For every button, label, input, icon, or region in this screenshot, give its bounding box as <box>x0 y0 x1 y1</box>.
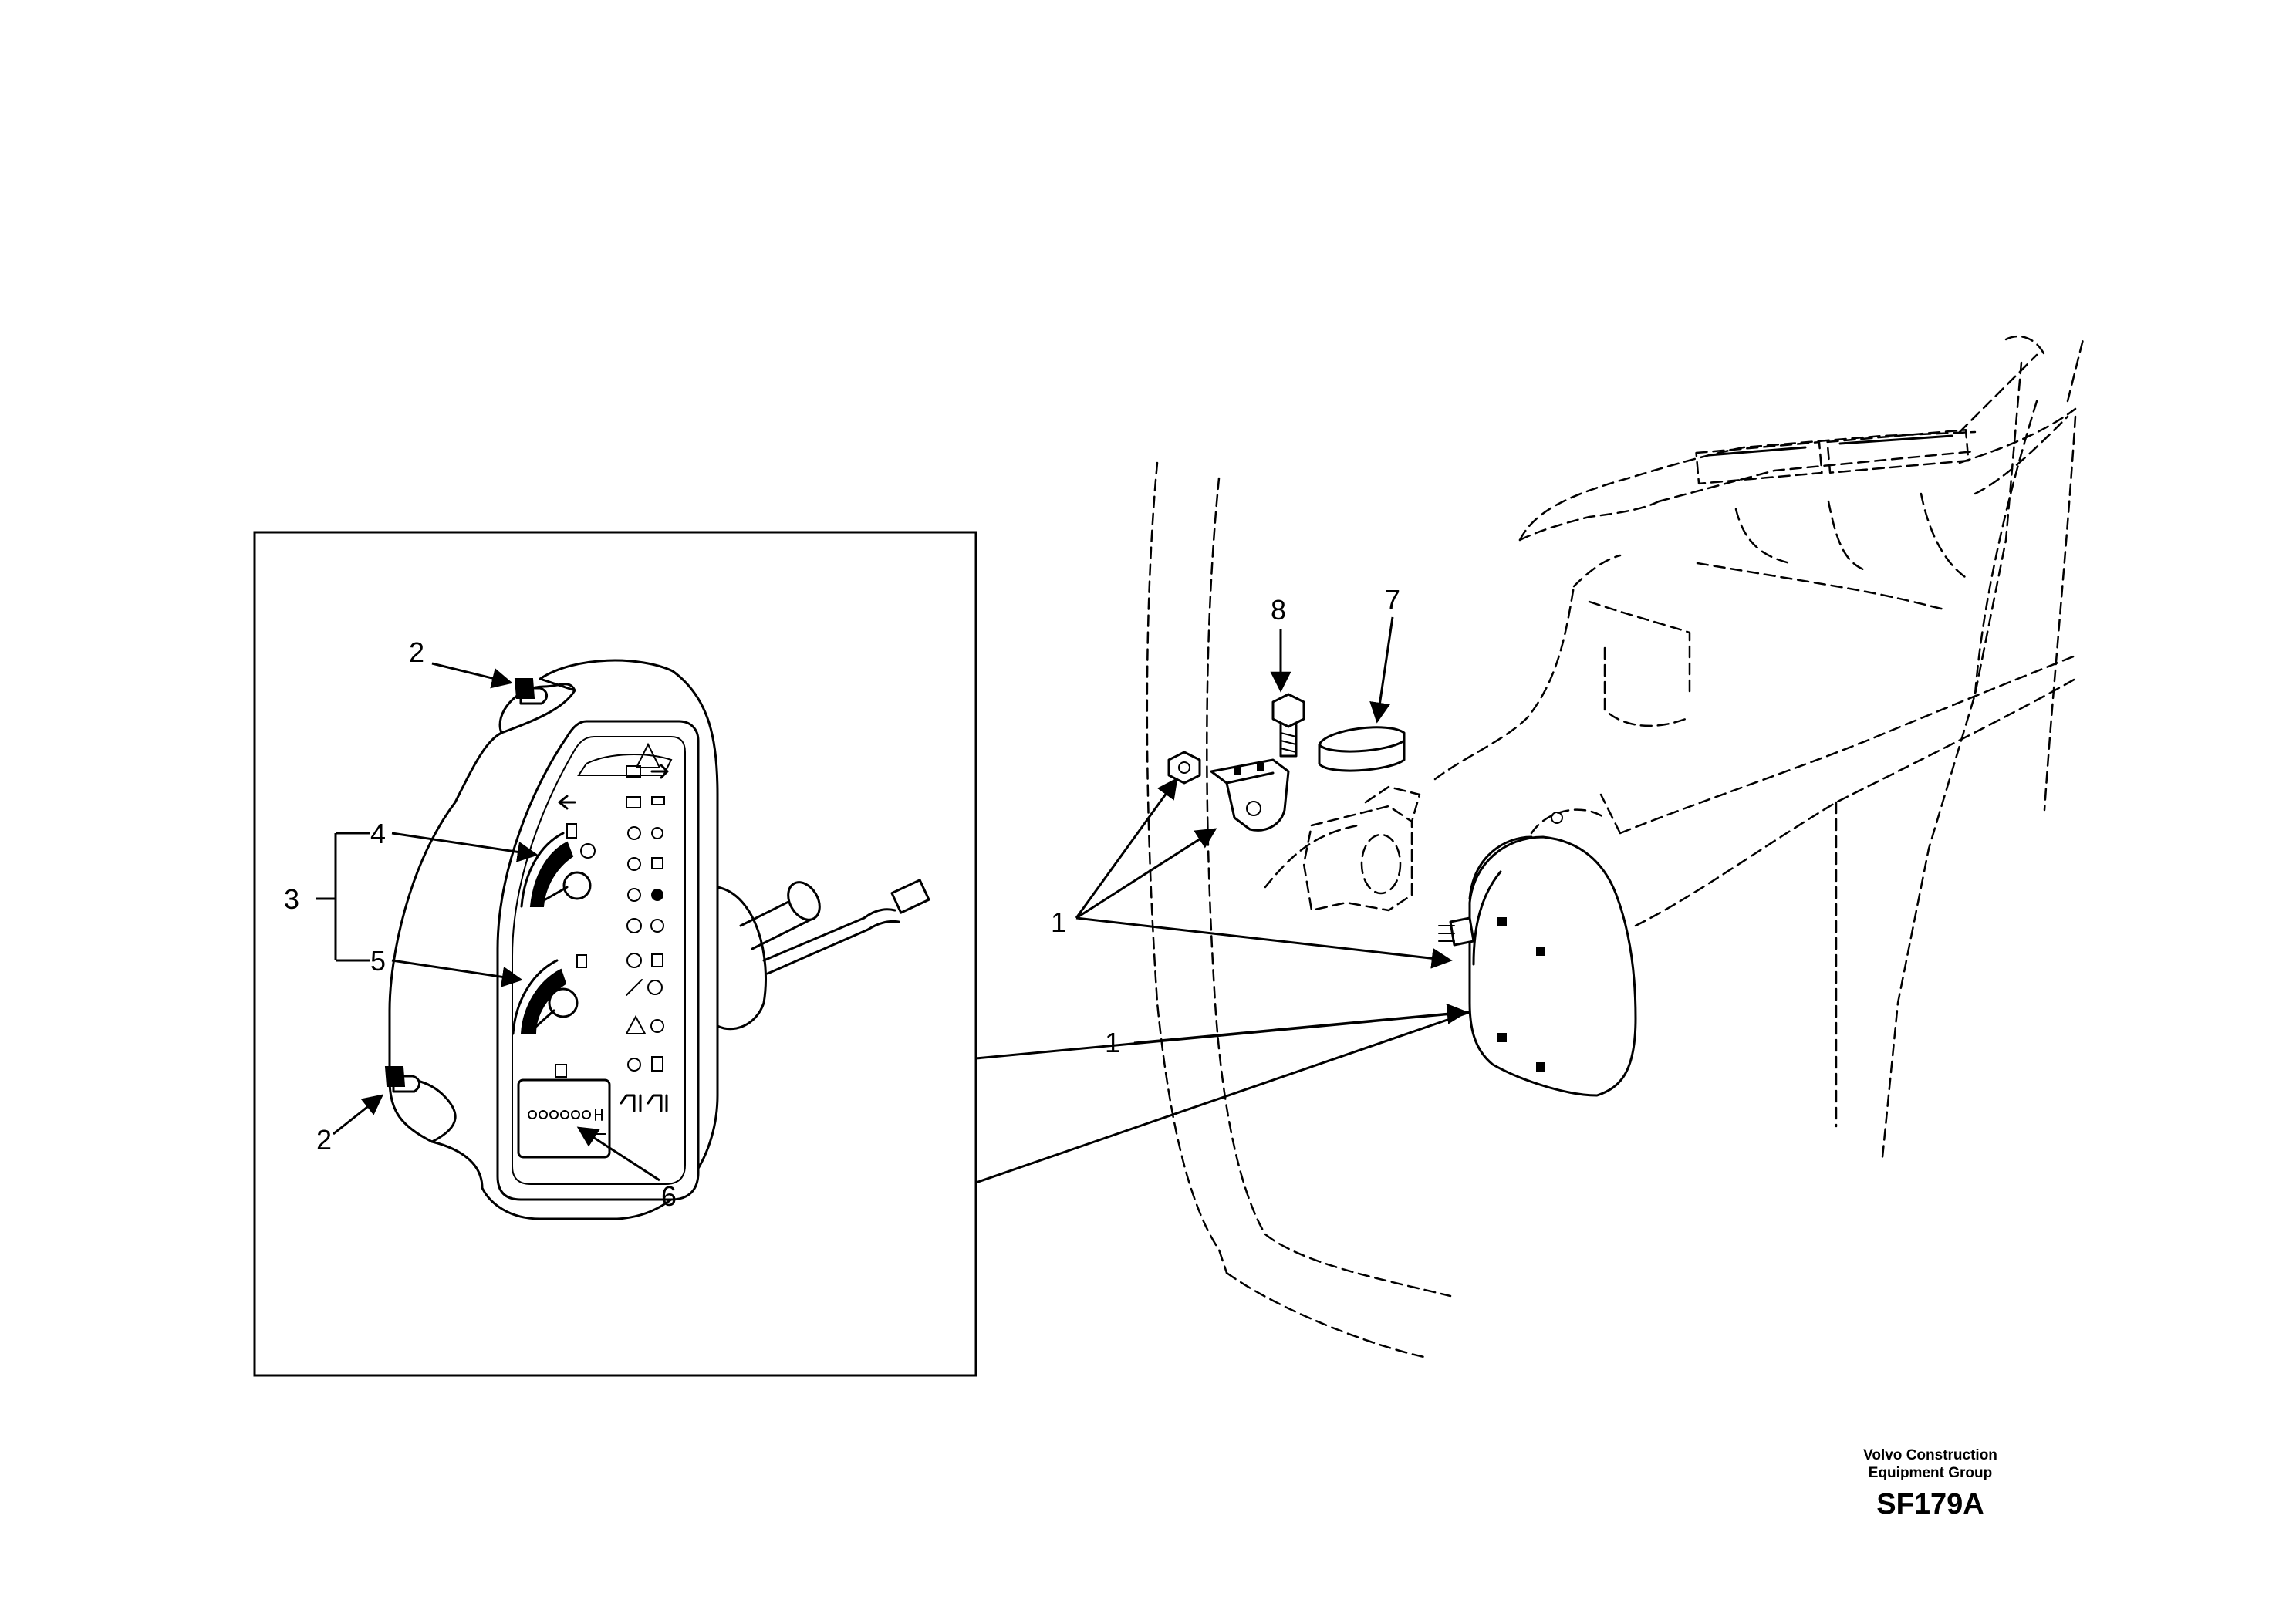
callout-7: 7 <box>1385 584 1400 616</box>
detail-frame <box>253 531 977 1377</box>
drawing-code: SF179A <box>1876 1488 1984 1520</box>
company-name-line-1: Volvo Construction <box>1863 1447 1997 1463</box>
callout-5: 5 <box>370 945 386 977</box>
callout-1-left: 1 <box>1051 906 1066 938</box>
callout-2-top: 2 <box>409 636 424 668</box>
magnify-line-bottom <box>975 1011 1470 1184</box>
company-name-line-2: Equipment Group <box>1869 1465 1992 1481</box>
callout-3: 3 <box>284 883 299 915</box>
callout-6: 6 <box>661 1180 677 1212</box>
screw-bottom <box>384 1066 420 1093</box>
screw-top <box>514 678 548 705</box>
callout-8: 8 <box>1271 594 1286 626</box>
instrument-panel-detail <box>384 659 930 1220</box>
machine-cab-outline <box>1146 335 2085 1359</box>
footer-caption: Volvo Construction Equipment Group SF179… <box>1863 1447 1997 1520</box>
bracket-item-1 <box>1210 758 1290 832</box>
callout-labels: 1 1 2 2 3 4 5 6 7 8 <box>284 584 1400 1212</box>
leader-lines <box>316 616 1468 1182</box>
bolt-item-8 <box>1271 693 1305 758</box>
nut-item-1 <box>1167 751 1201 785</box>
wiring-harness <box>716 879 930 1031</box>
gauge-lower <box>512 954 587 1035</box>
indicator-lamps <box>558 764 669 1112</box>
plug-item-7 <box>1318 726 1406 772</box>
callout-1-bottom: 1 <box>1105 1027 1120 1058</box>
callout-4: 4 <box>370 818 386 849</box>
callout-2-bottom: 2 <box>316 1124 332 1156</box>
panel-back-mounted <box>1438 808 1637 1097</box>
gauge-upper <box>520 823 596 908</box>
